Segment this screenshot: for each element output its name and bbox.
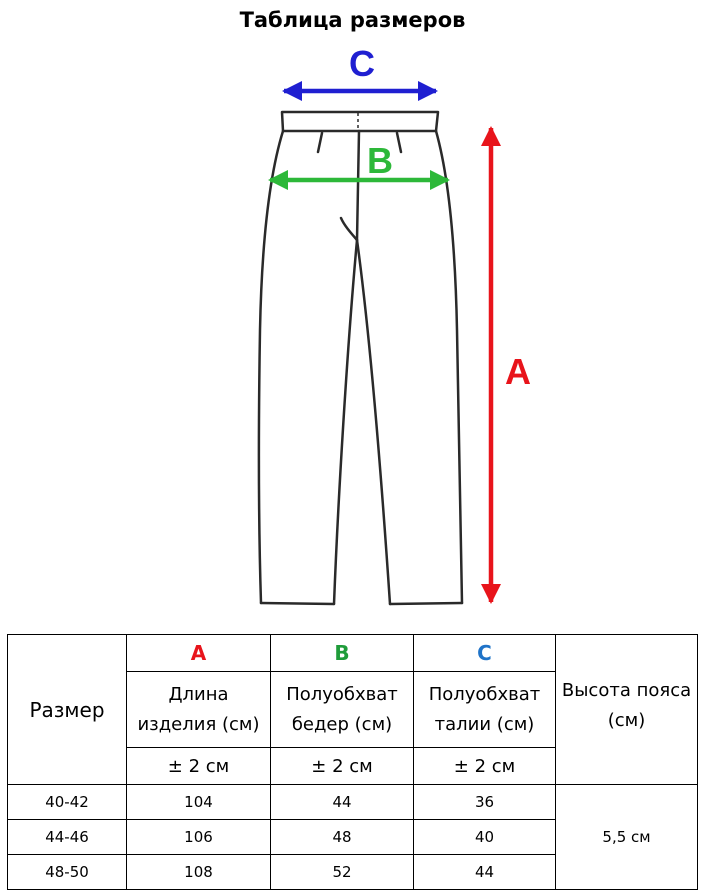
table-row: Размер A B C — [7, 634, 698, 785]
trousers-outline — [257, 110, 464, 606]
header-line: талии (см) — [434, 713, 535, 735]
tolerance-b: ± 2 см — [270, 747, 414, 785]
header-line: Длина — [168, 683, 229, 705]
column-letter-b: B — [270, 634, 414, 672]
length-cell: 106 — [126, 819, 271, 855]
hip-cell: 48 — [270, 819, 414, 855]
label-a: A — [505, 351, 531, 392]
length-cell: 104 — [126, 784, 271, 820]
header-line: (см) — [607, 709, 646, 731]
size-cell: 40-42 — [7, 784, 127, 820]
header-line: бедер (см) — [291, 713, 393, 735]
waist-cell: 36 — [413, 784, 556, 820]
trousers-diagram: C B A — [257, 43, 531, 606]
column-letter-c: C — [413, 634, 556, 672]
table-row: ± 2 см ± 2 см ± 2 см — [8, 747, 698, 785]
hip-cell: 52 — [270, 854, 414, 890]
header-line: Высота пояса — [561, 679, 692, 701]
length-cell: 108 — [126, 854, 271, 890]
size-table-container: Размер A B C Длина изделия (см) Полуобхва… — [7, 634, 698, 890]
size-cell: 48-50 — [7, 854, 127, 890]
header-line: изделия (см) — [137, 713, 260, 735]
tolerance-c: ± 2 см — [413, 747, 556, 785]
waist-cell: 44 — [413, 854, 556, 890]
table-row: 40-42 104 44 36 5,5 см — [7, 784, 698, 890]
table-row: 48-50 108 52 44 — [7, 854, 698, 890]
empty-header-cell — [555, 634, 698, 672]
waist-cell: 40 — [413, 819, 556, 855]
column-letter-a: A — [126, 634, 271, 672]
table-row: Длина изделия (см) Полуобхват бедер (см) П… — [8, 671, 698, 785]
waist-header: Полуобхват талии (см) — [413, 671, 556, 748]
belt-height-header: Высота пояса (см) — [555, 671, 698, 785]
hip-header: Полуобхват бедер (см) — [270, 671, 414, 748]
label-c: C — [349, 43, 375, 84]
belt-height-cell: 5,5 см — [555, 784, 698, 890]
size-header-cell: Размер — [7, 634, 127, 785]
length-header: Длина изделия (см) — [126, 671, 271, 748]
header-line: Полуобхват — [286, 683, 398, 705]
table-row: 44-46 106 48 40 — [7, 819, 698, 855]
size-header: Размер — [29, 697, 105, 722]
header-line: Полуобхват — [428, 683, 541, 705]
hip-cell: 44 — [270, 784, 414, 820]
size-table: Размер A B C Длина изделия (см) Полуобхва… — [7, 634, 698, 890]
page-title: Таблица размеров — [239, 8, 466, 32]
size-cell: 44-46 — [7, 819, 127, 855]
tolerance-a: ± 2 см — [126, 747, 271, 785]
label-b: B — [367, 140, 393, 181]
